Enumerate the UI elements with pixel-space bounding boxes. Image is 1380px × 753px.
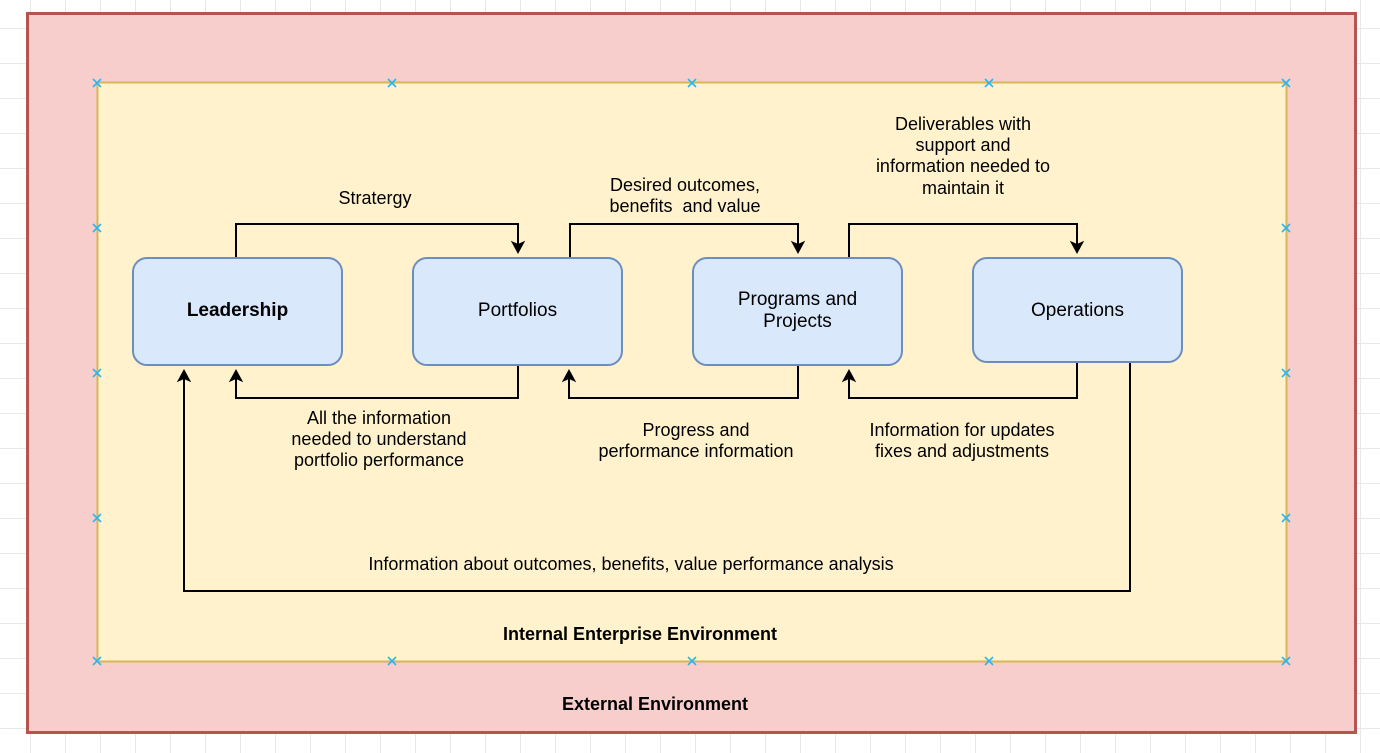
edge-label-strategy: Stratergy (338, 188, 412, 208)
node-label-programs-and-projects: Programs and Projects (737, 289, 858, 333)
node-label-operations: Operations (1031, 300, 1124, 321)
edge-label-updates-fixes: Information for updates fixes and adjust… (869, 420, 1055, 462)
selection-handle-middle-right-1 (1281, 223, 1291, 233)
edge-label-deliverables: Deliverables with support and informatio… (875, 114, 1051, 198)
selection-handle-bottom-center-2 (687, 656, 697, 666)
edge-label-outcomes-analysis: Information about outcomes, benefits, va… (368, 554, 894, 574)
selection-handle-bottom-right (1281, 656, 1291, 666)
selection-handle-top-center (387, 78, 397, 88)
selection-handles[interactable] (92, 78, 1291, 666)
selection-handle-bottom-right-mid (984, 656, 994, 666)
edge-label-desired-outcomes: Desired outcomes, benefits and value (609, 175, 761, 217)
zone-label-external-environment: External Environment (561, 694, 749, 714)
edge-progress-performance-path[interactable] (561, 365, 799, 399)
selection-handle-middle-right-2 (1281, 368, 1291, 378)
edge-portfolio-performance-path[interactable] (228, 365, 519, 399)
edge-label-progress-performance: Progress and performance information (598, 420, 794, 462)
selection-handle-top-center-2 (687, 78, 697, 88)
selection-handle-top-left (92, 78, 102, 88)
edge-desired-outcomes-path[interactable] (569, 223, 806, 258)
selection-handle-middle-right-3 (1281, 513, 1291, 523)
edge-updates-fixes-path[interactable] (841, 363, 1078, 399)
node-leadership[interactable] (132, 257, 343, 366)
node-portfolios[interactable] (412, 257, 623, 366)
node-label-leadership: Leadership (186, 300, 289, 321)
edge-outcomes-analysis-path[interactable] (176, 363, 1131, 592)
edge-label-portfolio-performance: All the information needed to understand… (291, 408, 467, 471)
node-programs-and-projects[interactable] (692, 257, 903, 366)
selection-handle-bottom-center (387, 656, 397, 666)
edge-deliverables-path[interactable] (848, 223, 1085, 258)
selection-handle-top-right (1281, 78, 1291, 88)
selection-handle-top-right-mid (984, 78, 994, 88)
selection-handle-middle-left-1 (92, 223, 102, 233)
selection-handle-middle-left-2 (92, 368, 102, 378)
node-label-portfolios: Portfolios (477, 300, 558, 321)
selection-handle-middle-left-3 (92, 513, 102, 523)
internal-environment-zone[interactable] (96, 81, 1288, 663)
edge-strategy-path[interactable] (235, 223, 526, 258)
zone-label-internal-environment: Internal Enterprise Environment (502, 624, 778, 644)
selection-handle-bottom-left (92, 656, 102, 666)
node-operations[interactable] (972, 257, 1183, 363)
